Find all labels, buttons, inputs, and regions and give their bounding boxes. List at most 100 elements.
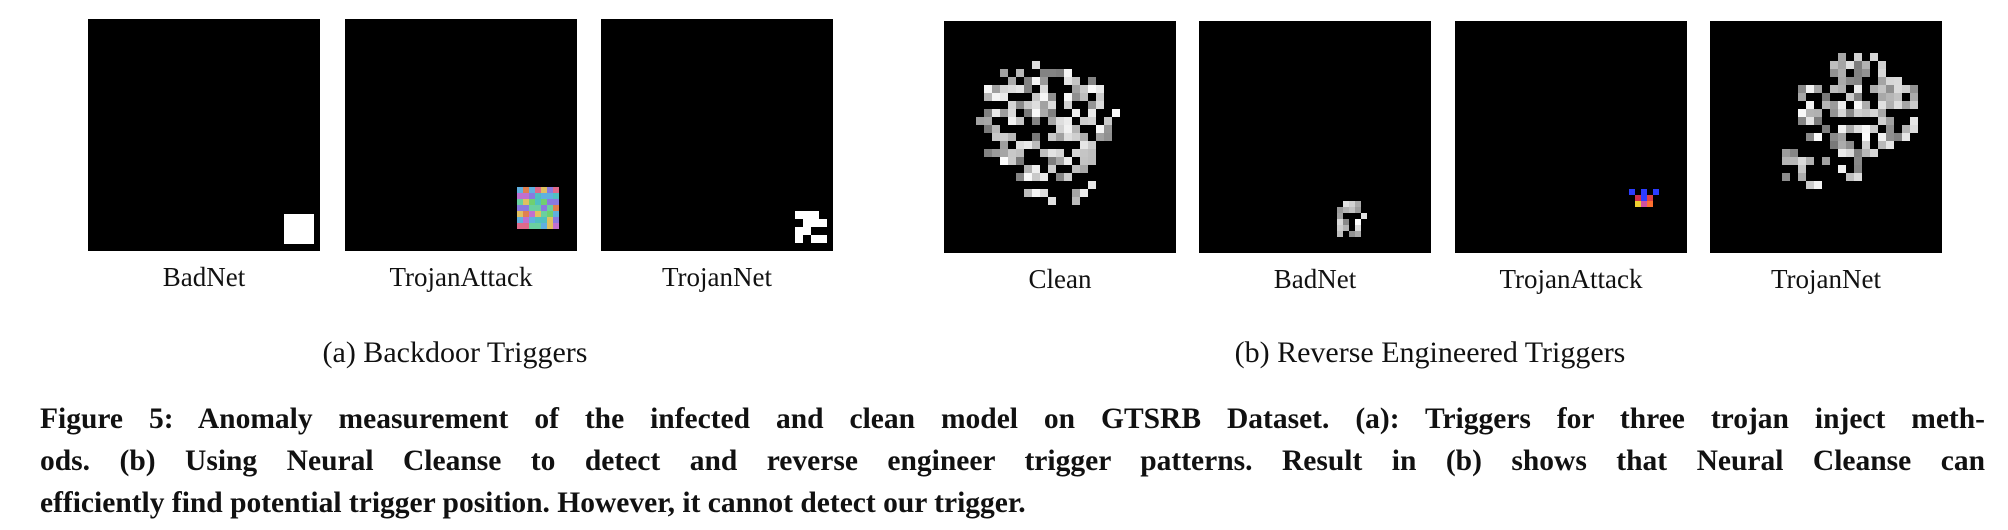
mask-pixel	[1088, 141, 1096, 149]
mask-pixel	[1000, 133, 1008, 141]
mask-pixel	[1112, 109, 1120, 117]
label-b-clean: Clean	[1028, 264, 1092, 294]
mask-pixel	[1000, 109, 1008, 117]
mask-pixel	[1798, 157, 1806, 165]
trigger-pixel	[547, 211, 553, 217]
mask-pixel	[1894, 133, 1902, 141]
mask-pixel	[984, 149, 992, 157]
mask-pixel	[1032, 109, 1040, 117]
trigger-pixel	[529, 223, 535, 229]
mask-pixel	[984, 109, 992, 117]
mask-pixel	[1088, 117, 1096, 125]
mask-pixel	[1080, 133, 1088, 141]
mask-pixel	[1635, 195, 1641, 201]
mask-pixel	[1854, 157, 1862, 165]
mask-pixel	[1822, 101, 1830, 109]
mask-pixel	[1096, 85, 1104, 93]
mask-pixel	[1032, 141, 1040, 149]
figure-caption: Figure 5: Anomaly measurement of the inf…	[40, 398, 1985, 524]
trigger-pixel	[535, 211, 541, 217]
mask-pixel	[1910, 101, 1918, 109]
mask-pixel	[984, 117, 992, 125]
mask-pixel	[1629, 189, 1635, 195]
mask-pixel	[1064, 69, 1072, 77]
mask-pixel	[1056, 133, 1064, 141]
trigger-pixel	[819, 235, 827, 243]
trigger-pixel	[517, 199, 523, 205]
mask-pixel	[1782, 173, 1790, 181]
mask-pixel	[984, 85, 992, 93]
mask-pixel	[1838, 149, 1846, 157]
trojanattack-reversed-image	[1455, 21, 1687, 253]
trigger-pixel	[523, 187, 529, 193]
mask-pixel	[1024, 85, 1032, 93]
mask-pixel	[992, 149, 1000, 157]
mask-pixel	[1814, 117, 1822, 125]
trigger-pixel	[529, 193, 535, 199]
mask-pixel	[1878, 101, 1886, 109]
mask-pixel	[1343, 219, 1349, 225]
mask-pixel	[1830, 109, 1838, 117]
mask-pixel	[1008, 101, 1016, 109]
mask-pixel	[1072, 93, 1080, 101]
mask-pixel	[1072, 189, 1080, 197]
trigger-pixel	[535, 187, 541, 193]
mask-pixel	[1349, 201, 1355, 207]
mask-pixel	[1838, 77, 1846, 85]
mask-pixel	[1355, 231, 1361, 237]
mask-pixel	[1854, 101, 1862, 109]
mask-pixel	[1782, 149, 1790, 157]
mask-pixel	[1016, 149, 1024, 157]
mask-pixel	[1088, 77, 1096, 85]
mask-pixel	[1862, 141, 1870, 149]
mask-pixel	[1032, 133, 1040, 141]
mask-pixel	[1337, 213, 1343, 219]
mask-pixel	[1104, 133, 1112, 141]
mask-pixel	[1016, 85, 1024, 93]
mask-pixel	[1830, 101, 1838, 109]
mask-pixel	[1894, 85, 1902, 93]
mask-pixel	[1016, 157, 1024, 165]
mask-pixel	[1056, 125, 1064, 133]
trigger-pixel	[541, 187, 547, 193]
mask-pixel	[1040, 173, 1048, 181]
mask-pixel	[1080, 117, 1088, 125]
trigger-pixel	[553, 193, 559, 199]
trigger-pixel	[811, 219, 819, 227]
mask-pixel	[1056, 69, 1064, 77]
mask-pixel	[992, 133, 1000, 141]
mask-pixel	[1016, 101, 1024, 109]
mask-pixel	[1838, 69, 1846, 77]
mask-pixel	[1830, 69, 1838, 77]
trigger-pixel	[547, 193, 553, 199]
trigger-pixel	[553, 205, 559, 211]
mask-pixel	[1032, 117, 1040, 125]
mask-pixel	[1337, 219, 1343, 225]
mask-pixel	[1337, 225, 1343, 231]
trigger-pixel	[517, 211, 523, 217]
mask-pixel	[1870, 125, 1878, 133]
trigger-pixel	[553, 199, 559, 205]
label-a-badnet: BadNet	[162, 262, 246, 292]
mask-pixel	[1862, 61, 1870, 69]
mask-pixel	[1878, 141, 1886, 149]
mask-pixel	[1080, 141, 1088, 149]
trigger-pixel	[795, 211, 803, 219]
trigger-pixel	[553, 211, 559, 217]
mask-pixel	[1096, 93, 1104, 101]
mask-pixel	[1894, 101, 1902, 109]
mask-pixel	[1822, 93, 1830, 101]
trigger-pixel	[529, 199, 535, 205]
mask-pixel	[1024, 77, 1032, 85]
mask-pixel	[1000, 85, 1008, 93]
caption-line-2: ods. (b) Using Neural Cleanse to detect …	[40, 445, 1985, 477]
mask-pixel	[1040, 85, 1048, 93]
mask-pixel	[1064, 93, 1072, 101]
mask-pixel	[984, 125, 992, 133]
trojannet-reversed-image	[1710, 21, 1942, 253]
mask-pixel	[1798, 93, 1806, 101]
mask-pixel	[1032, 61, 1040, 69]
mask-pixel	[1798, 109, 1806, 117]
mask-pixel	[1798, 117, 1806, 125]
mask-pixel	[1016, 173, 1024, 181]
